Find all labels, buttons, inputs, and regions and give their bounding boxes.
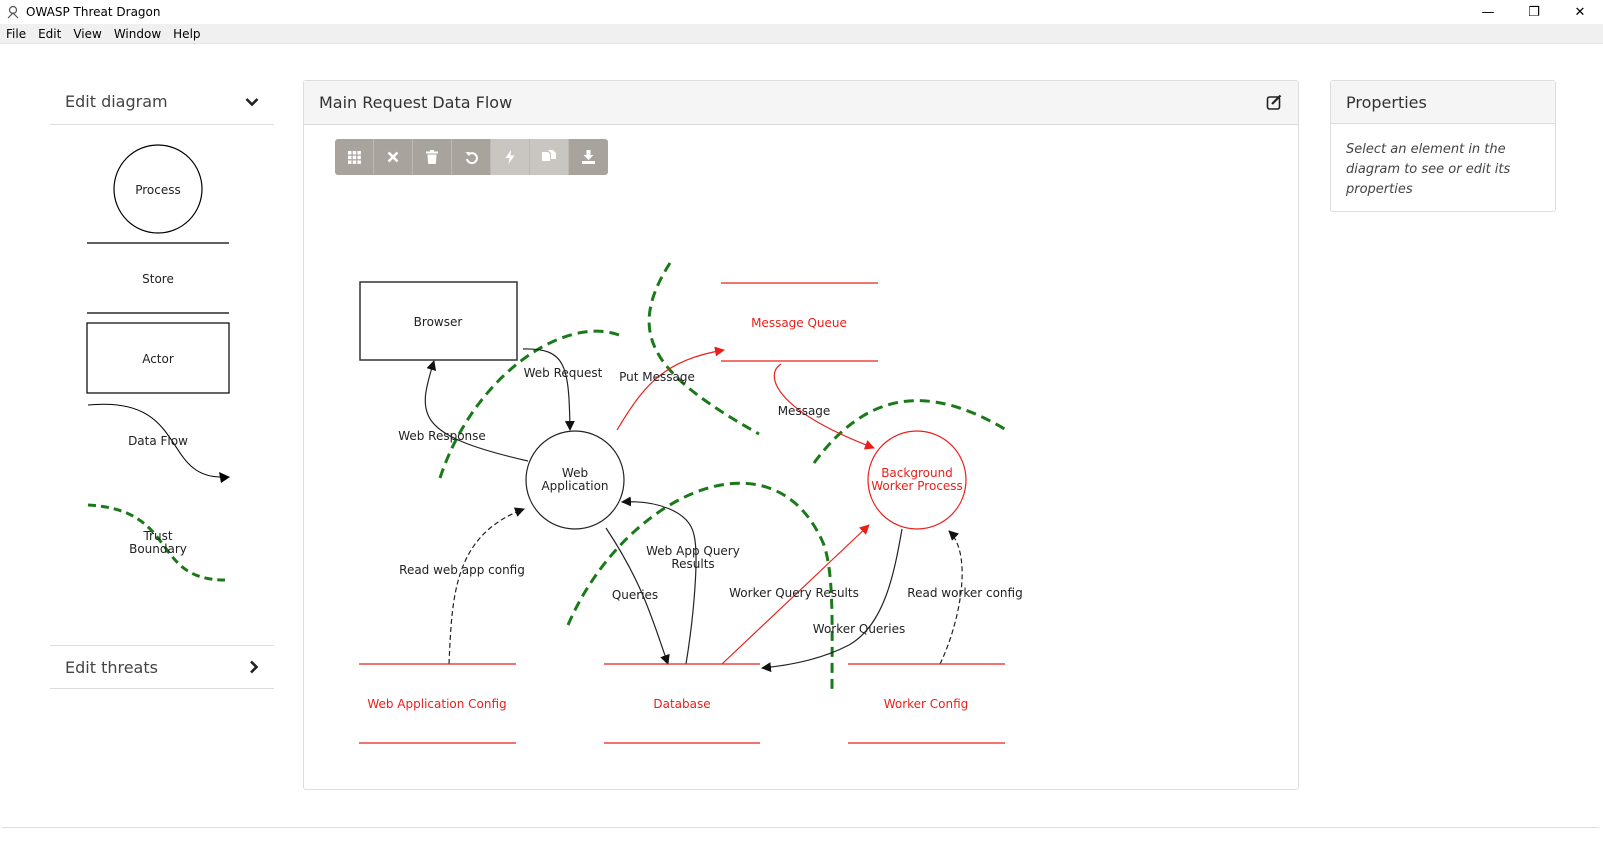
edit-threats-label: Edit threats: [65, 657, 158, 677]
window-title: OWASP Threat Dragon: [26, 5, 161, 19]
close-icon: ✕: [1574, 4, 1586, 20]
menu-view[interactable]: View: [73, 26, 102, 41]
browser-label: Browser: [414, 315, 463, 329]
stencil-process-label: Process: [135, 183, 181, 197]
edit-threats-header[interactable]: Edit threats: [50, 645, 274, 689]
app-icon: [7, 5, 19, 19]
menu-file[interactable]: File: [6, 26, 27, 41]
clear-button[interactable]: [374, 139, 413, 175]
stencil-trust-boundary-label-1: Trust: [142, 529, 172, 543]
menu-edit[interactable]: Edit: [38, 26, 62, 41]
properties-hint: Select an element in the diagram to see …: [1346, 142, 1511, 197]
message-label: Message: [778, 404, 831, 418]
stencil-store-label: Store: [142, 272, 174, 286]
copy-icon: [542, 150, 556, 161]
stencil-process[interactable]: Process: [113, 144, 203, 234]
undo-button[interactable]: [452, 139, 491, 175]
stencil-data-flow[interactable]: Data Flow: [87, 403, 230, 483]
stencil-actor-label: Actor: [142, 352, 174, 366]
web-response-label: Web Response: [398, 429, 486, 443]
delete-button[interactable]: [413, 139, 452, 175]
minimize-button[interactable]: —: [1465, 0, 1511, 24]
edit-diagram-header[interactable]: Edit diagram: [50, 79, 274, 125]
diagram-toolbar: [335, 139, 608, 175]
menu-help[interactable]: Help: [173, 26, 201, 41]
read-web-app-config-label: Read web app config: [399, 563, 525, 577]
properties-panel: Properties Select an element in the diag…: [1330, 80, 1556, 212]
menu-bar: File Edit View Window Help: [0, 24, 1603, 44]
stencil-trust-boundary[interactable]: Trust Boundary: [87, 503, 226, 582]
stencil-data-flow-label: Data Flow: [128, 434, 188, 448]
diagram-title: Main Request Data Flow: [319, 93, 513, 112]
database-store[interactable]: Database: [604, 663, 760, 744]
close-window-button[interactable]: ✕: [1557, 0, 1603, 24]
edit-diagram-label: Edit diagram: [65, 92, 168, 111]
trust-boundaries[interactable]: [438, 262, 1009, 694]
web-app-label-1: Web: [562, 466, 588, 480]
properties-title: Properties: [1346, 92, 1427, 112]
diagram-heading: Main Request Data Flow: [304, 81, 1298, 125]
close-icon: [387, 151, 399, 163]
main-area: Edit diagram Process Store Actor: [2, 45, 1599, 828]
restore-icon: ❐: [1528, 4, 1540, 20]
worker-config-store[interactable]: Worker Config: [848, 663, 1005, 744]
stencil-panel: Edit diagram Process Store Actor: [50, 79, 274, 689]
web-app-query-results-label-2: Results: [671, 557, 714, 571]
trash-icon: [426, 150, 438, 164]
flash-button[interactable]: [491, 139, 530, 175]
message-queue-label: Message Queue: [751, 316, 847, 330]
title-bar: OWASP Threat Dragon — ❐ ✕: [0, 0, 1603, 24]
database-label: Database: [653, 697, 710, 711]
grid-icon: [347, 150, 361, 164]
minimize-icon: —: [1481, 4, 1495, 20]
worker-queries-label: Worker Queries: [813, 622, 905, 636]
browser-actor[interactable]: Browser: [359, 281, 518, 361]
edit-icon[interactable]: [1266, 94, 1283, 111]
restore-button[interactable]: ❐: [1511, 0, 1557, 24]
stencil-shapes: Process Store Actor Data Flow: [50, 125, 274, 645]
chevron-right-icon: [250, 660, 259, 674]
read-worker-config-label: Read worker config: [907, 586, 1022, 600]
stencil-store[interactable]: Store: [87, 242, 229, 314]
web-app-query-results-label-1: Web App Query: [646, 544, 740, 558]
undo-icon: [465, 151, 478, 164]
web-application-process[interactable]: Web Application: [525, 430, 625, 530]
web-app-label-2: Application: [541, 479, 608, 493]
threat-flows[interactable]: [616, 346, 875, 665]
stencil-actor[interactable]: Actor: [86, 322, 230, 394]
stencil-trust-boundary-label-2: Boundary: [129, 542, 187, 556]
web-app-config-label: Web Application Config: [367, 697, 506, 711]
menu-window[interactable]: Window: [113, 26, 162, 41]
bg-worker-label-2: Worker Process: [871, 479, 963, 493]
properties-heading: Properties: [1331, 81, 1555, 124]
put-message-label: Put Message: [619, 370, 695, 384]
diagram-panel: Main Request Data Flow: [303, 80, 1299, 790]
grid-button[interactable]: [335, 139, 374, 175]
background-worker-process[interactable]: Background Worker Process: [867, 430, 967, 530]
diagram-canvas[interactable]: Browser Web Application Message Queue Ba…: [304, 125, 1298, 789]
flow-labels: Web Request Web Response Put Message Mes…: [398, 366, 1023, 636]
queries-label: Queries: [612, 588, 658, 602]
data-flows[interactable]: [424, 348, 963, 673]
message-queue-store[interactable]: Message Queue: [721, 282, 878, 362]
download-button[interactable]: [569, 139, 608, 175]
copy-button[interactable]: [530, 139, 569, 175]
bg-worker-label-1: Background: [881, 466, 953, 480]
web-request-label: Web Request: [524, 366, 603, 380]
chevron-down-icon: [245, 97, 259, 106]
web-app-config-store[interactable]: Web Application Config: [359, 663, 516, 744]
download-icon: [582, 150, 595, 164]
worker-query-results-label: Worker Query Results: [729, 586, 859, 600]
worker-config-label: Worker Config: [884, 697, 969, 711]
bolt-icon: [505, 150, 515, 164]
